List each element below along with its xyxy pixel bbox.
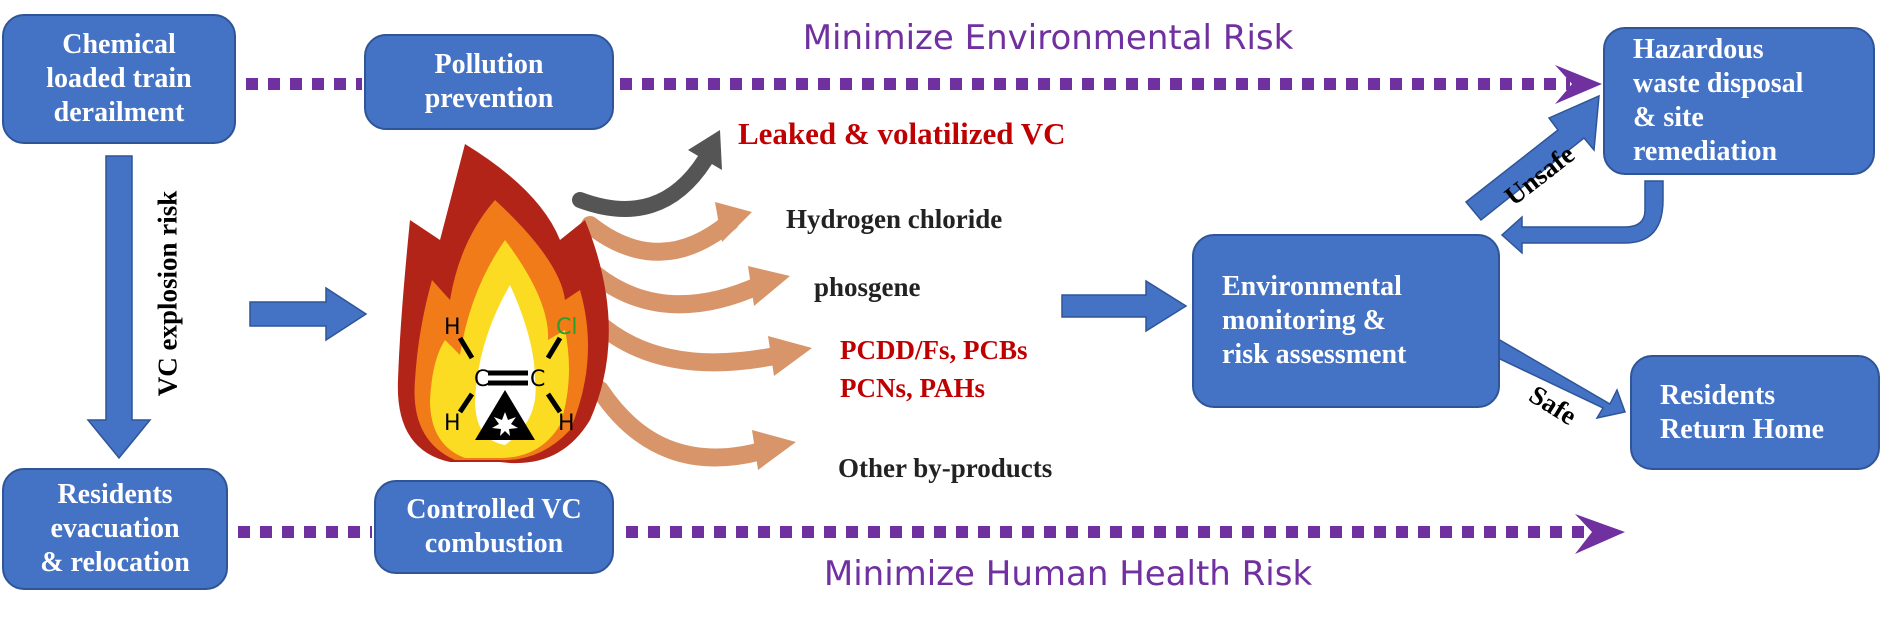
plume-pcdd bbox=[586, 311, 789, 372]
label-pcdd-pcbs: PCDD/Fs, PCBs bbox=[840, 335, 1028, 365]
box-text: Residents bbox=[1660, 379, 1776, 411]
label-phosgene: phosgene bbox=[814, 272, 921, 302]
box-text: combustion bbox=[424, 528, 564, 559]
box-text: risk assessment bbox=[1222, 339, 1407, 370]
box-environmental-monitoring: Environmental monitoring & risk assessme… bbox=[1192, 234, 1500, 408]
arrowhead-leaked bbox=[688, 130, 722, 170]
atom-cl: Cl bbox=[556, 315, 577, 340]
title-human-health-risk: Minimize Human Health Risk bbox=[823, 554, 1313, 594]
atom-c1: C bbox=[474, 367, 489, 392]
arrow-unsafe bbox=[1464, 94, 1600, 222]
box-text: waste disposal bbox=[1633, 68, 1804, 99]
atom-h2: H bbox=[444, 411, 461, 436]
plume-phosgene bbox=[581, 261, 769, 314]
title-environmental-risk: Minimize Environmental Risk bbox=[802, 18, 1294, 58]
box-text: monitoring & bbox=[1222, 305, 1387, 336]
flame-icon: H C C Cl H H bbox=[397, 144, 609, 464]
box-text: Controlled VC bbox=[406, 494, 582, 525]
arrowhead-bottom bbox=[1575, 514, 1625, 554]
plume-hcl bbox=[581, 213, 739, 261]
box-controlled-combustion: Controlled VC combustion bbox=[374, 480, 614, 574]
box-text: Residents bbox=[57, 479, 173, 510]
arrowhead-top bbox=[1555, 65, 1602, 104]
box-text: Environmental bbox=[1222, 271, 1402, 302]
arrow-right-to-fire bbox=[249, 286, 368, 342]
arrow-return-loop bbox=[1500, 180, 1664, 255]
box-text: remediation bbox=[1633, 136, 1778, 167]
box-residents-evacuation: Residents evacuation & relocation bbox=[2, 468, 228, 590]
label-vc-explosion-risk: VC explosion risk bbox=[152, 190, 183, 397]
plume-leaked bbox=[572, 152, 713, 217]
box-text: Return Home bbox=[1660, 413, 1825, 445]
box-residents-return: Residents Return Home bbox=[1630, 355, 1880, 470]
box-hazardous-waste: Hazardous waste disposal & site remediat… bbox=[1603, 27, 1875, 175]
box-text: Chemical bbox=[62, 29, 176, 60]
box-text: evacuation bbox=[50, 513, 180, 544]
box-text: derailment bbox=[53, 97, 185, 128]
box-text: & relocation bbox=[40, 547, 190, 578]
plume-other bbox=[591, 381, 774, 467]
box-text: Hazardous bbox=[1633, 34, 1764, 65]
arrow-down-explosion bbox=[86, 155, 152, 460]
label-other-byproducts: Other by-products bbox=[838, 453, 1053, 483]
box-text: & site bbox=[1633, 102, 1704, 133]
box-pollution-prevention: Pollution prevention bbox=[364, 34, 614, 130]
atom-c2: C bbox=[530, 367, 545, 392]
label-pcns-pahs: PCNs, PAHs bbox=[840, 373, 985, 403]
label-leaked-vc: Leaked & volatilized VC bbox=[738, 116, 1066, 151]
box-text: Pollution bbox=[434, 49, 544, 80]
box-text: loaded train bbox=[46, 63, 192, 94]
atom-h1: H bbox=[444, 315, 461, 340]
box-text: prevention bbox=[424, 83, 554, 114]
box-train-derailment: Chemical loaded train derailment bbox=[2, 14, 236, 144]
atom-h3: H bbox=[558, 411, 575, 436]
arrow-right-to-monitoring bbox=[1061, 279, 1188, 333]
label-hydrogen-chloride: Hydrogen chloride bbox=[786, 204, 1003, 234]
